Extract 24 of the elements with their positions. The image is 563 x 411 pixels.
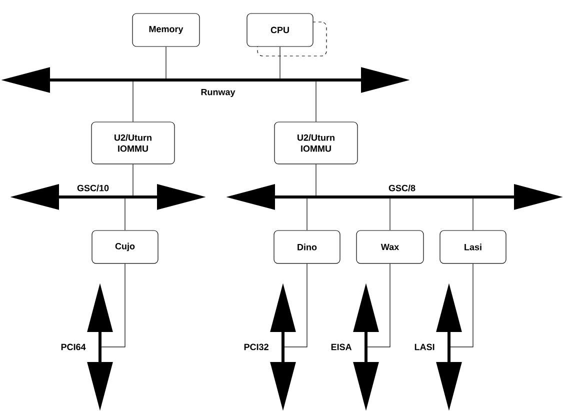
bus-label: Runway: [201, 88, 236, 98]
connector-line: [132, 80, 134, 122]
connector-line: [282, 263, 308, 348]
connector-line: [100, 263, 126, 348]
component-box: Wax: [356, 230, 424, 264]
connector-line: [306, 196, 308, 230]
component-box: U2/Uturn IOMMU: [91, 122, 175, 164]
bus-label: EISA: [331, 344, 352, 350]
component-box: Memory: [132, 13, 200, 47]
connector-line: [124, 196, 126, 230]
component-box: Cujo: [92, 230, 158, 264]
connector-line: [366, 263, 390, 348]
connector-line: [448, 263, 474, 348]
component-box: CPU: [246, 13, 314, 47]
component-box: U2/Uturn IOMMU: [274, 122, 358, 164]
component-box: Lasi: [440, 230, 506, 264]
component-box: Dino: [274, 230, 340, 264]
bus-label: GSC/8: [388, 184, 416, 192]
bus-label: LASI: [414, 344, 434, 350]
bus-label: PCI32: [244, 344, 268, 350]
bus-label: GSC/10: [77, 184, 109, 192]
bus-label: PCI64: [61, 344, 86, 350]
connector-line: [472, 196, 474, 230]
connector-line: [132, 164, 134, 198]
